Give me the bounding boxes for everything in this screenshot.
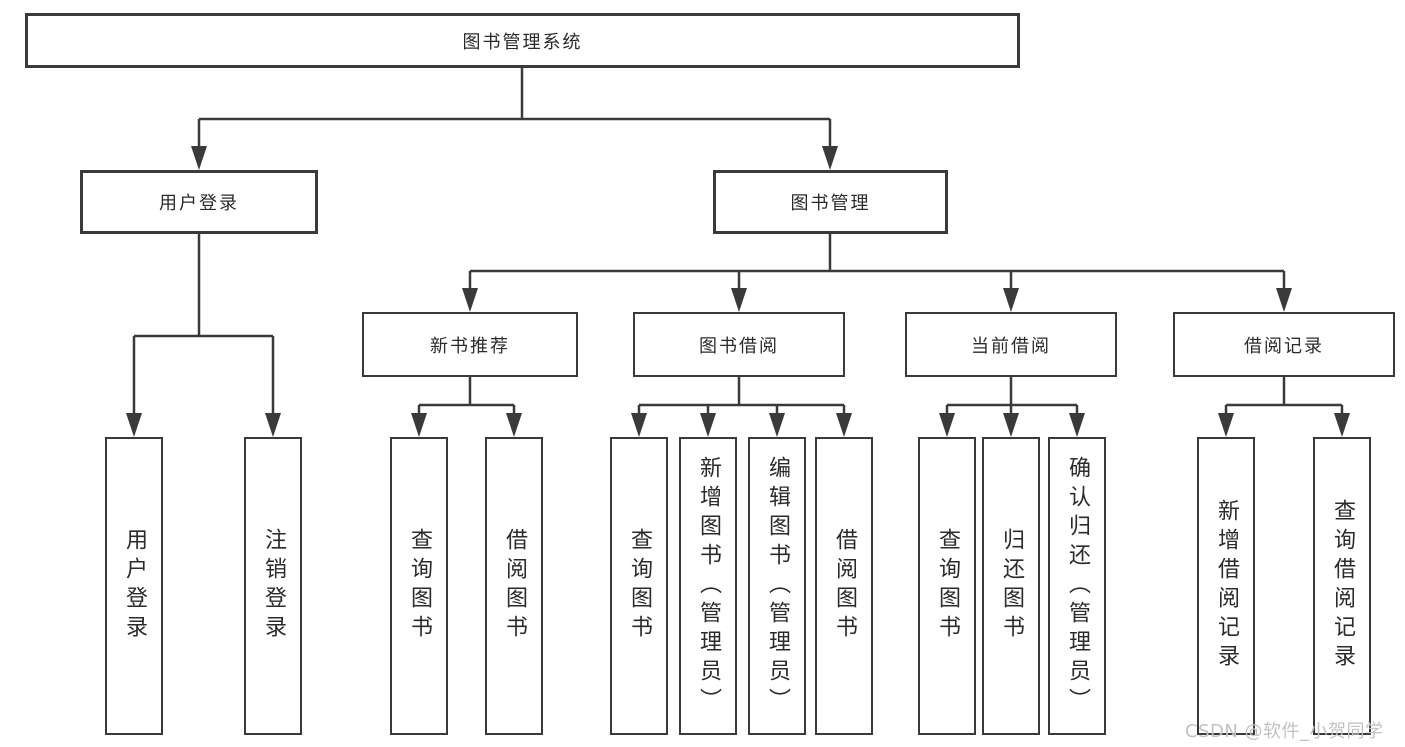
node-borrowing-records: 借阅记录 — [1173, 312, 1395, 377]
leaf-label: 编辑图书（管理员） — [765, 455, 790, 717]
leaf-label: 注销登录 — [261, 528, 286, 644]
node-current-borrowing: 当前借阅 — [905, 312, 1117, 377]
leaf-user-login: 用户登录 — [105, 437, 163, 735]
leaf-label: 用户登录 — [122, 528, 147, 644]
node-book-management: 图书管理 — [713, 170, 948, 234]
leaf-label: 借阅图书 — [502, 528, 527, 644]
leaf-borrowing-add-books-admin: 新增图书（管理员） — [679, 437, 737, 735]
node-book-borrowing: 图书借阅 — [633, 312, 845, 377]
node-label: 新书推荐 — [430, 335, 510, 357]
leaf-logout: 注销登录 — [244, 437, 302, 735]
leaf-label: 查询借阅记录 — [1330, 499, 1355, 673]
leaf-current-confirm-return-admin: 确认归还（管理员） — [1048, 437, 1106, 735]
node-library-management-system: 图书管理系统 — [25, 13, 1020, 68]
leaf-label: 查询图书 — [935, 528, 960, 644]
leaf-label: 借阅图书 — [832, 528, 857, 644]
leaf-label: 新增图书（管理员） — [696, 455, 721, 717]
node-user-login: 用户登录 — [80, 170, 318, 234]
watermark: CSDN @软件_小贺同学 — [1185, 721, 1384, 742]
leaf-label: 确认归还（管理员） — [1065, 455, 1090, 717]
leaf-current-return-books: 归还图书 — [982, 437, 1040, 735]
node-label: 图书借阅 — [699, 335, 779, 357]
node-label: 当前借阅 — [971, 335, 1051, 357]
leaf-records-query-borrow-record: 查询借阅记录 — [1313, 437, 1371, 735]
leaf-current-query-books: 查询图书 — [918, 437, 976, 735]
leaf-label: 归还图书 — [999, 528, 1024, 644]
node-label: 用户登录 — [159, 193, 239, 214]
leaf-records-add-borrow-record: 新增借阅记录 — [1197, 437, 1255, 735]
leaf-borrowing-query-books: 查询图书 — [610, 437, 668, 735]
leaf-newbook-borrow-books: 借阅图书 — [485, 437, 543, 735]
node-label: 借阅记录 — [1244, 335, 1324, 357]
leaf-label: 新增借阅记录 — [1214, 499, 1239, 673]
node-label: 图书管理系统 — [462, 31, 583, 53]
node-new-book-recommend: 新书推荐 — [362, 312, 578, 377]
leaf-borrowing-edit-books-admin: 编辑图书（管理员） — [748, 437, 806, 735]
leaf-label: 查询图书 — [627, 528, 652, 644]
node-label: 图书管理 — [790, 193, 871, 214]
leaf-label: 查询图书 — [407, 528, 432, 644]
arrowheads — [126, 146, 1350, 437]
leaf-borrowing-borrow-books: 借阅图书 — [815, 437, 873, 735]
leaf-newbook-query-books: 查询图书 — [390, 437, 448, 735]
